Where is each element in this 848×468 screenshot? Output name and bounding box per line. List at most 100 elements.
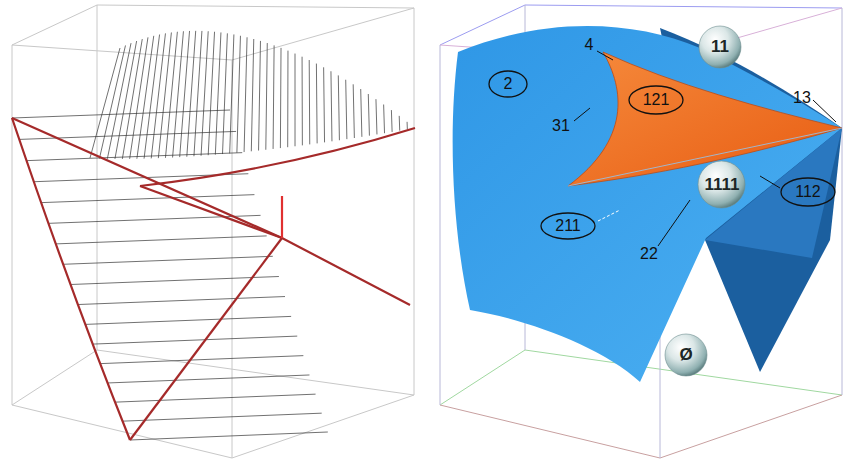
ruling-line — [230, 34, 234, 153]
ruling-line — [115, 41, 137, 159]
ruling-line — [63, 256, 273, 264]
cube-edge — [440, 5, 842, 458]
ellipse-label: 112 — [780, 177, 836, 207]
cube-frame — [440, 5, 842, 458]
ruling-line — [194, 31, 202, 156]
ruling-line — [266, 43, 267, 150]
ruling-line — [215, 32, 221, 154]
caustic-curve — [140, 128, 415, 186]
leader-line — [598, 210, 620, 221]
ruling-line — [158, 32, 171, 158]
state-code: 211 — [540, 212, 596, 240]
ruling-line — [90, 48, 120, 158]
ruling-line — [208, 32, 214, 155]
state-code: 2 — [488, 70, 528, 98]
ruling-line — [115, 394, 316, 402]
ruling-line — [123, 413, 322, 421]
ruling-line — [100, 356, 303, 364]
cube-frame — [12, 5, 414, 458]
cube-edge — [12, 350, 414, 458]
ruling-line — [368, 94, 369, 136]
ruling-line — [302, 57, 303, 146]
leader-lines — [574, 51, 836, 246]
cube-edge — [440, 395, 842, 458]
ruling-line — [273, 45, 274, 149]
ruling-line — [338, 75, 339, 140]
ellipse-shape — [489, 71, 527, 97]
ruling-line — [376, 99, 377, 134]
cube-edge — [12, 5, 414, 60]
sphere-label: Ø — [664, 333, 708, 377]
state-code: 11 — [698, 25, 742, 69]
ruling-line — [187, 31, 196, 157]
ruling-line — [323, 67, 325, 142]
ruling-line — [251, 39, 253, 151]
cusp-region — [568, 52, 842, 186]
callout-number: 13 — [793, 90, 811, 106]
callout-number: 4 — [585, 37, 594, 53]
leader-line — [760, 176, 780, 188]
ruling-line — [137, 36, 154, 159]
ruling-line — [353, 84, 354, 138]
ruling-line — [165, 32, 177, 158]
ruling-line — [399, 116, 401, 131]
ruling-line — [287, 51, 288, 148]
ruling-line — [144, 35, 160, 159]
sphere-shape — [699, 26, 741, 68]
light-sheet — [453, 26, 842, 382]
ruling-line — [295, 54, 296, 147]
ruling-line — [331, 71, 332, 141]
ruling-line — [280, 48, 282, 148]
sphere-shape — [665, 334, 707, 376]
ruling-line — [309, 60, 311, 144]
sphere-shape — [698, 161, 745, 208]
ruling-line — [223, 33, 228, 154]
ellipse-label: 2 — [488, 70, 528, 98]
ruling-line — [173, 31, 184, 157]
ruling-line — [201, 31, 208, 156]
ruling-line — [346, 80, 347, 139]
ruling-line — [407, 122, 408, 130]
caustic-curve — [140, 186, 282, 238]
ruling-line — [27, 153, 243, 161]
caustic-curve — [12, 118, 130, 440]
ruling-line — [56, 236, 267, 244]
leader-line — [658, 200, 690, 246]
ruling-line — [244, 37, 247, 152]
ellipse-shape — [629, 86, 683, 114]
ruling-line — [107, 43, 131, 159]
ruling-line — [151, 33, 165, 158]
caustic-curve — [281, 196, 283, 238]
leader-line — [597, 51, 613, 60]
ruling-line — [12, 110, 230, 118]
state-code: Ø — [664, 333, 708, 377]
sphere-label: 1111 — [697, 160, 746, 209]
ellipse-shape — [541, 213, 595, 239]
ruling-line — [361, 89, 362, 137]
caustic-curve — [130, 238, 282, 440]
bifurcation-surface — [453, 26, 842, 382]
leader-line — [574, 108, 590, 121]
ruling-line — [391, 110, 393, 132]
ruling-line — [85, 316, 291, 324]
ruling-line — [41, 195, 254, 203]
ruled-surface — [12, 31, 415, 440]
ruling-line — [383, 105, 385, 134]
ruling-line — [108, 375, 310, 383]
ellipse-label: 211 — [540, 212, 596, 240]
caustic-curve — [12, 118, 415, 440]
ruling-line — [99, 45, 125, 158]
state-code: 121 — [628, 85, 684, 115]
ruling-line — [78, 297, 285, 305]
state-code: 1111 — [697, 160, 746, 209]
ruling-line — [237, 36, 241, 153]
ellipse-shape — [781, 178, 835, 206]
ruling-line — [316, 64, 318, 144]
callout-number: 22 — [640, 246, 658, 262]
ruling-line — [93, 336, 298, 344]
leader-line — [813, 100, 836, 122]
ruling-line — [259, 41, 261, 151]
